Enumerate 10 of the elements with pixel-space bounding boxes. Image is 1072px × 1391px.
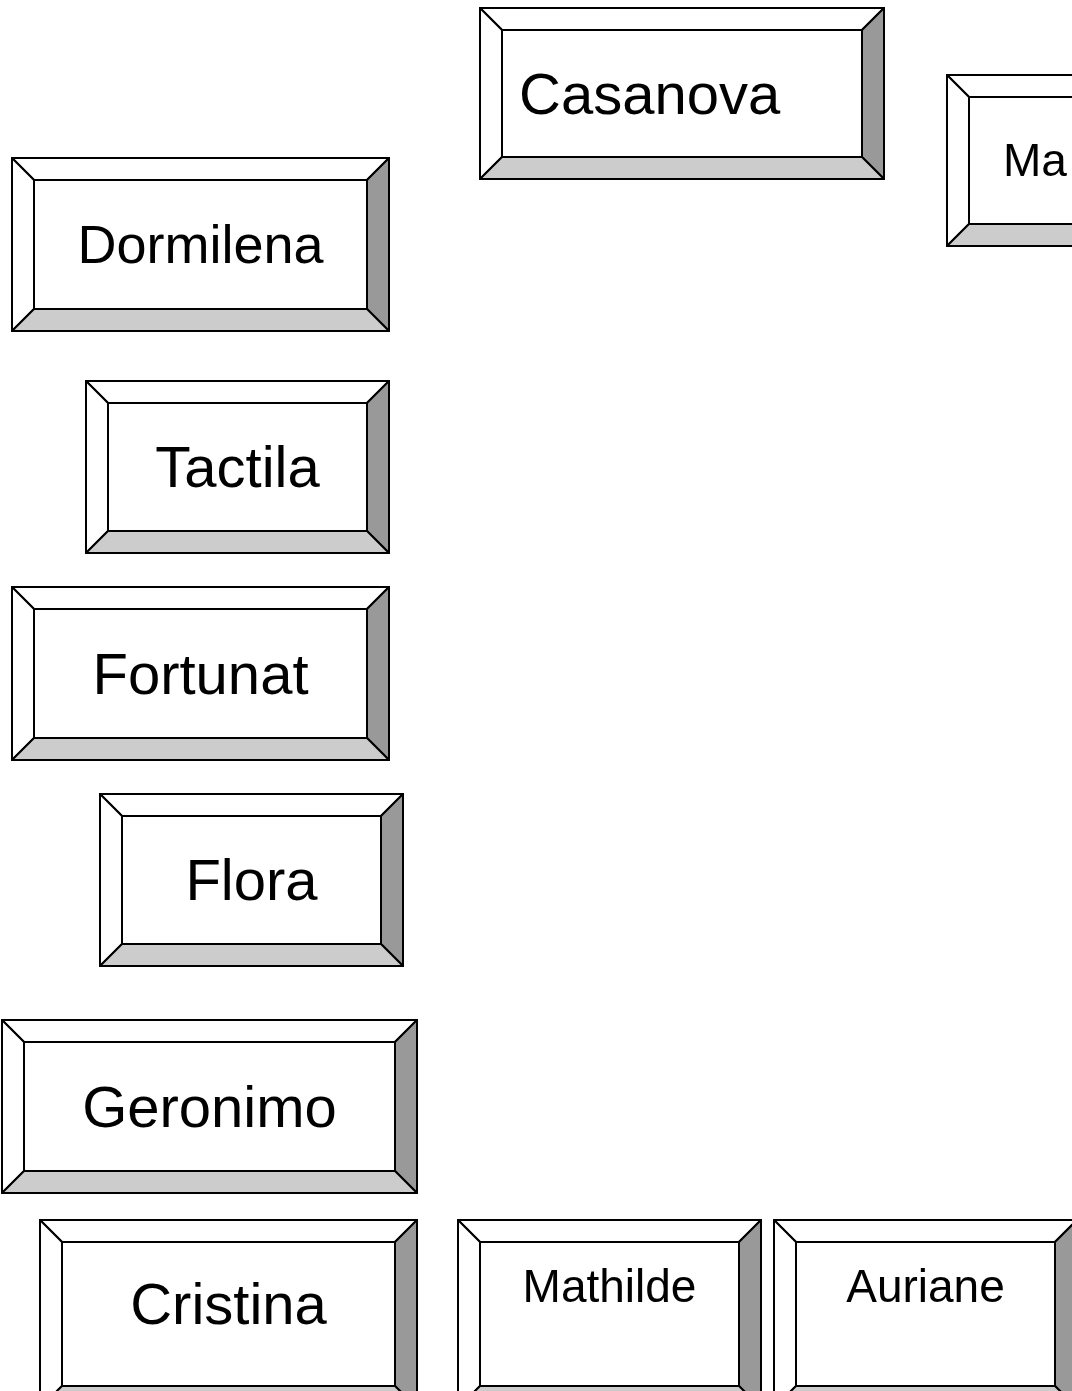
name-label: Ma bbox=[1003, 135, 1067, 186]
name-label: Tactila bbox=[154, 435, 321, 499]
name-label: Mathilde bbox=[521, 1260, 698, 1312]
name-label: Dormilena bbox=[76, 214, 325, 275]
name-label: Cristina bbox=[129, 1272, 328, 1336]
name-label: Flora bbox=[184, 848, 319, 912]
name-label: Geronimo bbox=[81, 1074, 338, 1139]
name-label: Fortunat bbox=[91, 641, 310, 706]
name-label: Casanova bbox=[519, 61, 781, 126]
name-label: Auriane bbox=[845, 1260, 1006, 1312]
